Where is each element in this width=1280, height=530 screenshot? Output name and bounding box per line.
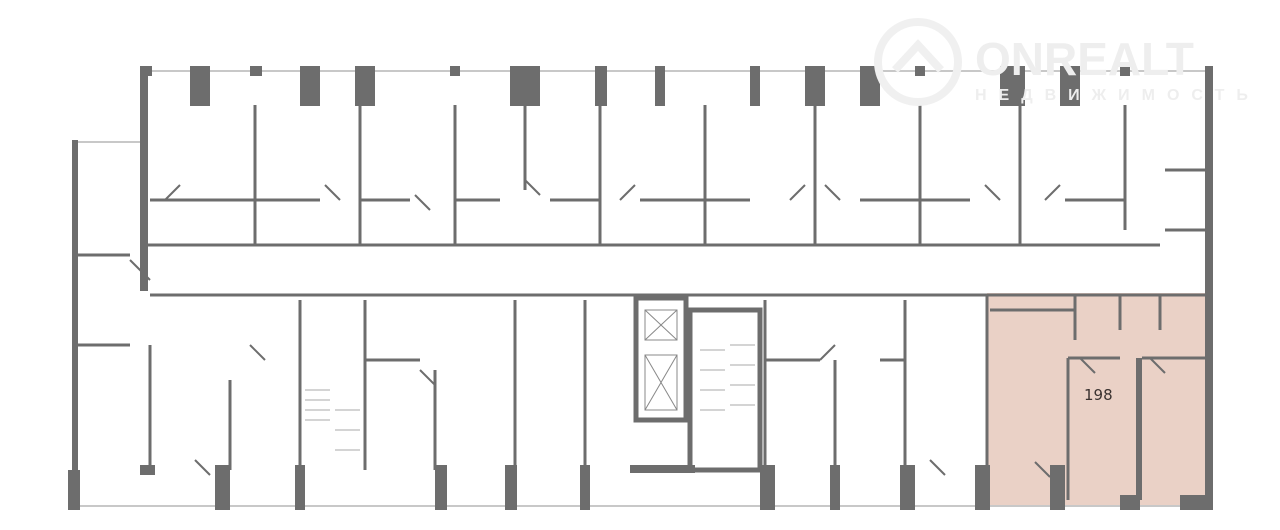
stairs [305,344,755,451]
watermark-logo: ONREALT НЕДВИЖИМОСТЬ [874,18,1260,106]
watermark-brand: ONREALT [975,33,1194,85]
doors [129,179,1166,478]
unit-number-label: 198 [1084,386,1113,404]
elevator-core [630,295,763,473]
watermark-subtitle: НЕДВИЖИМОСТЬ [975,87,1260,104]
unit-198-highlight[interactable] [987,293,1210,505]
interior-walls [78,105,1210,500]
outer-walls [68,66,1213,510]
